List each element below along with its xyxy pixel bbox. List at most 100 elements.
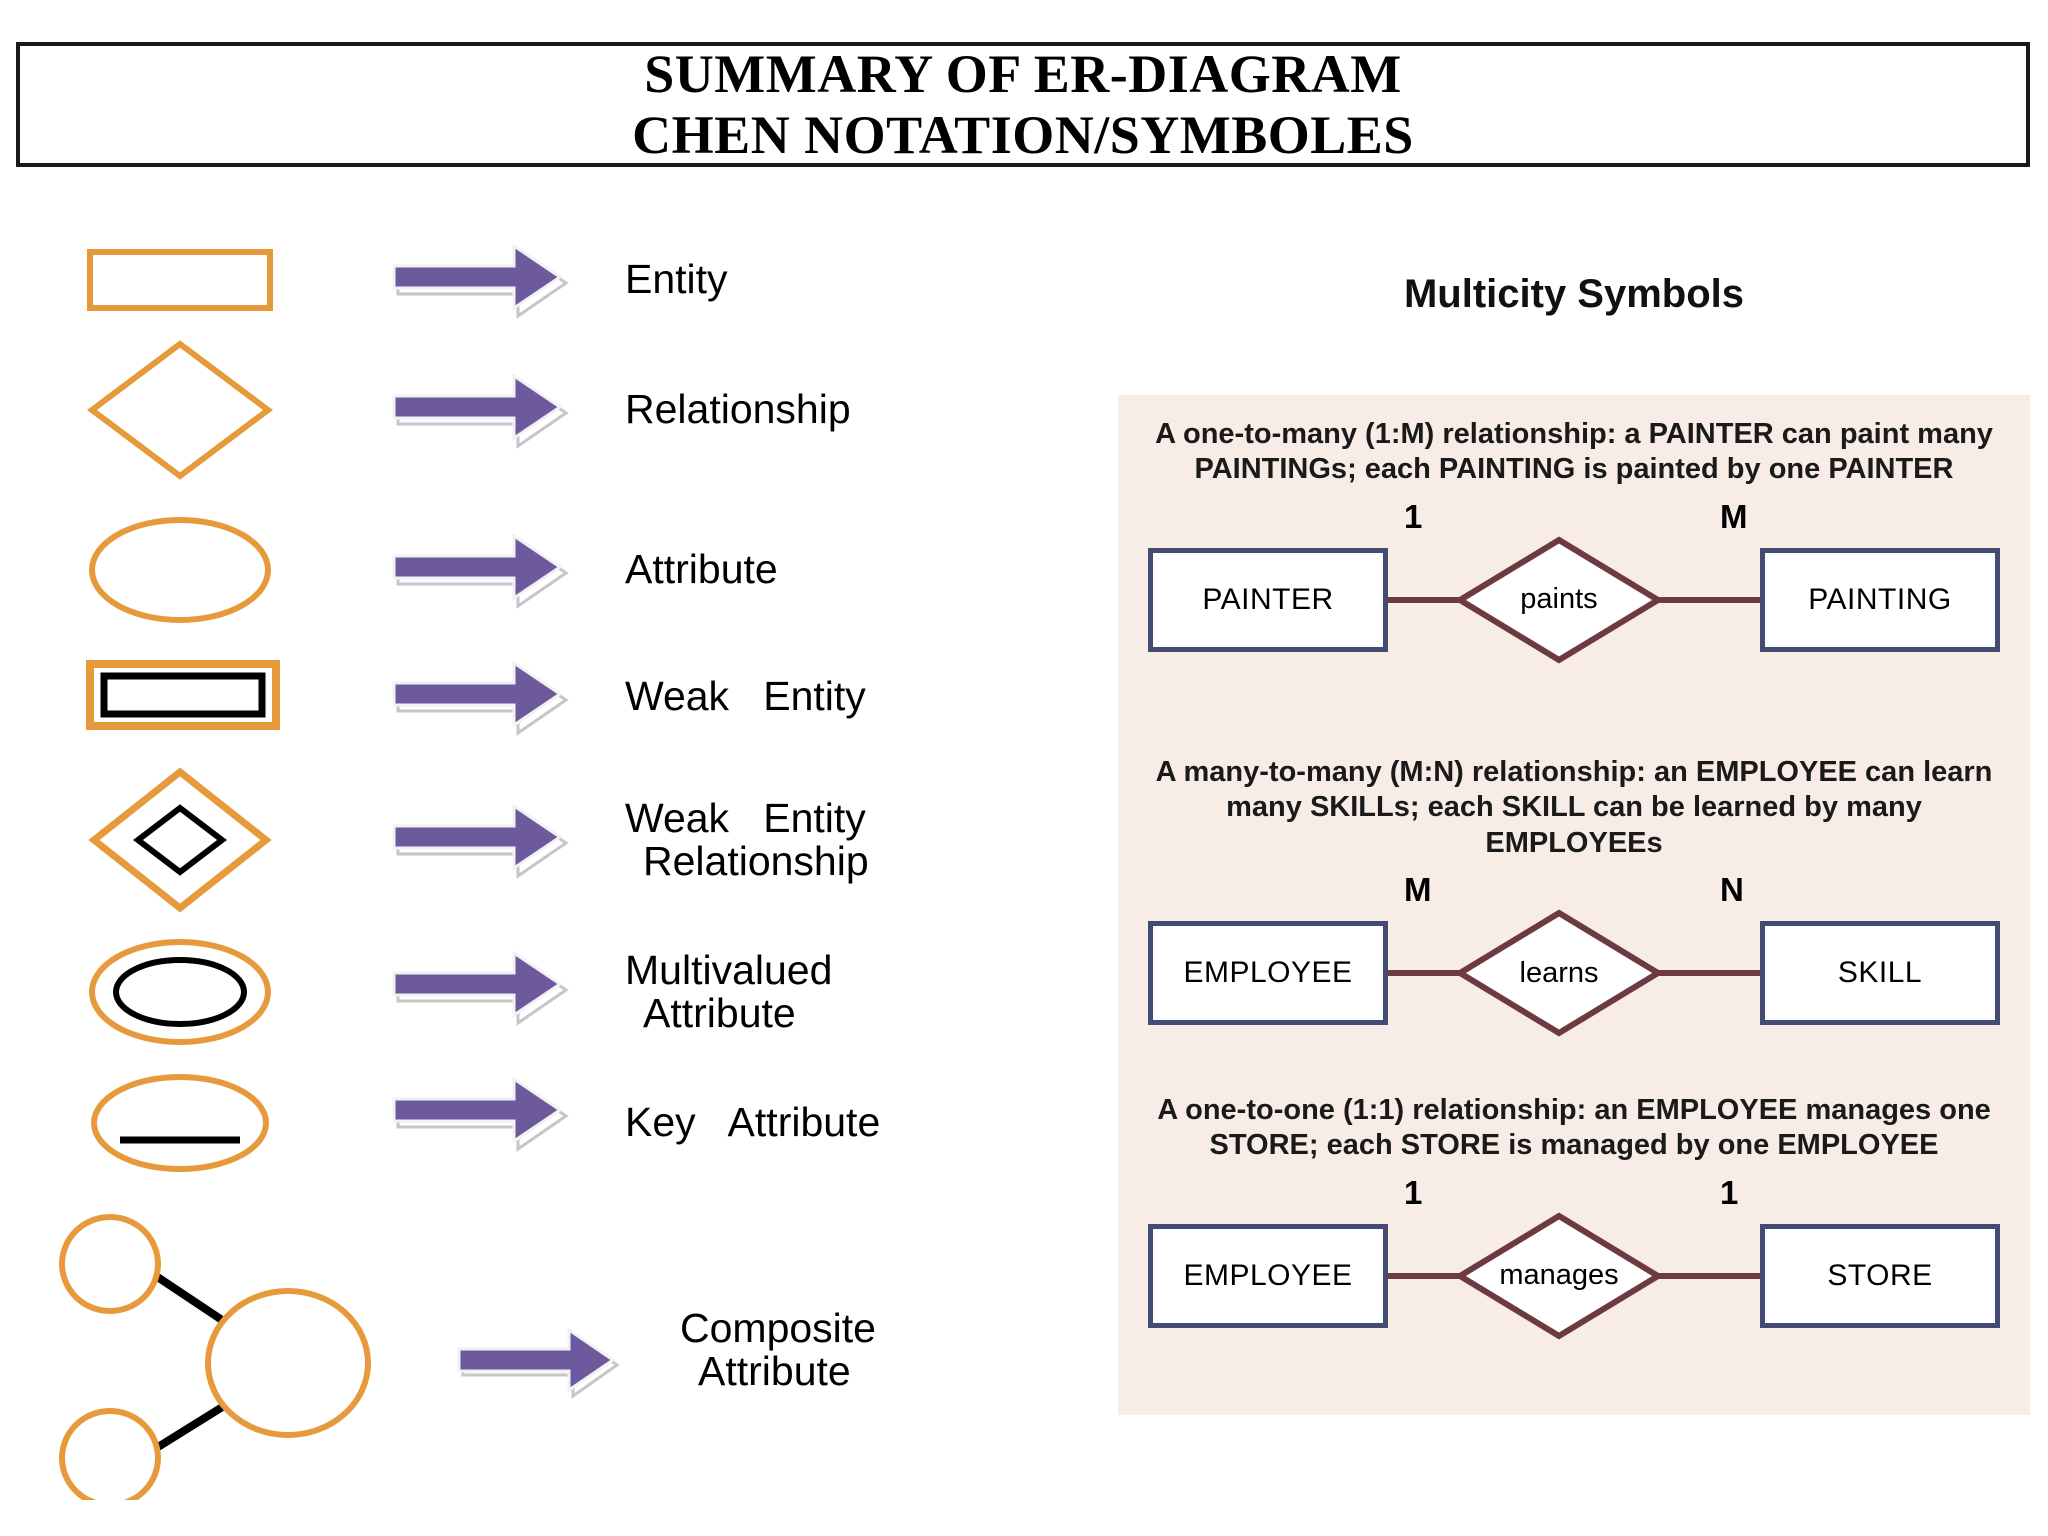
multiplicity-caption-line-2: STORE; each STORE is managed by one EMPL… [1209, 1129, 1939, 1162]
block-arrow-right-icon [392, 243, 569, 319]
relationship-label: manages [1499, 1259, 1619, 1292]
relationship-diamond-icon [1454, 1212, 1664, 1340]
block-arrow-right-icon [392, 533, 569, 609]
page-title-box: SUMMARY OF ER-DIAGRAM CHEN NOTATION/SYMB… [16, 42, 2030, 167]
legend-label-weak-entity: Weak Entity [625, 642, 1085, 752]
connector-line-right [1658, 1272, 1762, 1279]
legend-label-line-1: Attribute [625, 546, 778, 593]
entity-rectangle-icon [87, 249, 273, 311]
legend-label-line-1: Key Attribute [625, 1099, 881, 1146]
connector-line-left [1386, 970, 1490, 977]
legend-label-line-1: Composite [680, 1304, 876, 1351]
relationship-diamond: learns [1454, 907, 1664, 1039]
attribute-symbol [80, 500, 330, 640]
multiplicity-caption-line-2: PAINTINGs; each PAINTING is painted by o… [1194, 453, 1954, 486]
multiplicity-panel: A one-to-many (1:M) relationship: a PAIN… [1118, 395, 2030, 1415]
legend-label-line-2: Relationship [643, 838, 869, 884]
block-arrow-right-icon [392, 803, 569, 879]
relationship-diamond-icon [1454, 536, 1664, 664]
legend-arrow-weak-relationship [390, 760, 590, 920]
legend-arrow-entity [390, 220, 590, 340]
legend-label-line-1: Multivalued [625, 946, 833, 993]
composite-attribute-icon [59, 1214, 371, 1508]
legend-label-line-2: Attribute [643, 990, 796, 1036]
legend-arrow-attribute [390, 500, 590, 640]
multiplicity-block-one-to-many: A one-to-many (1:M) relationship: a PAIN… [1118, 417, 2030, 674]
multiplicity-caption-line-1: A one-to-one (1:1) relationship: an EMPL… [1157, 1094, 1991, 1126]
page-title-line-1: SUMMARY OF ER-DIAGRAM [644, 44, 1402, 105]
relationship-symbol [80, 330, 330, 490]
weak-relationship-double-diamond-icon [88, 767, 272, 913]
cardinality-right: M [1720, 497, 1748, 535]
entity-box-left: EMPLOYEE [1148, 921, 1388, 1026]
entity-box-right: SKILL [1760, 921, 2000, 1026]
legend-arrow-multivalued [390, 922, 590, 1062]
relationship-diamond-icon [1454, 909, 1664, 1037]
er-diagram-one-to-many: 1 M PAINTER PAINTING paints [1118, 498, 2030, 674]
multivalued-attribute-symbol [80, 922, 330, 1062]
multivalued-attribute-double-ellipse-icon [89, 939, 271, 1045]
multiplicity-caption-line-2: many SKILLs; each SKILL can be learned b… [1226, 791, 1922, 859]
legend-row-weak-relationship: Weak Entity Relationship [0, 760, 1100, 920]
relationship-diamond: manages [1454, 1210, 1664, 1342]
weak-entity-symbol [80, 642, 330, 752]
legend-arrow-composite [455, 1200, 655, 1500]
legend-row-composite: Composite Attribute [0, 1200, 1100, 1508]
legend-row-key-attribute: Key Attribute [0, 1058, 1100, 1188]
relationship-label: paints [1520, 583, 1598, 616]
legend-arrow-key-attribute [390, 1058, 590, 1188]
multiplicity-block-one-to-one: A one-to-one (1:1) relationship: an EMPL… [1118, 1093, 2030, 1350]
connector-line-left [1386, 596, 1490, 603]
legend-arrow-weak-entity [390, 642, 590, 752]
legend-label-line-1: Relationship [625, 386, 851, 433]
cardinality-left: M [1404, 871, 1432, 909]
er-diagram-many-to-many: M N EMPLOYEE SKILL learns [1118, 871, 2030, 1047]
legend-arrow-relationship [390, 330, 590, 490]
legend-label-entity: Entity [625, 220, 1085, 340]
connector-line-right [1658, 596, 1762, 603]
block-arrow-right-icon [457, 1327, 620, 1399]
legend-label-attribute: Attribute [625, 500, 1085, 640]
cardinality-right: N [1720, 871, 1744, 909]
relationship-label: learns [1519, 956, 1599, 989]
legend-label-weak-relationship: Weak Entity Relationship [625, 760, 1085, 920]
cardinality-right: 1 [1720, 1173, 1739, 1211]
weak-relationship-symbol [80, 760, 330, 920]
legend-row-relationship: Relationship [0, 330, 1100, 490]
symbol-legend: Entity Relationship [0, 180, 1100, 1536]
legend-label-line-2: Attribute [698, 1348, 851, 1394]
cardinality-left: 1 [1404, 497, 1423, 535]
multiplicity-caption-line-1: A one-to-many (1:M) relationship: a PAIN… [1155, 418, 1993, 450]
cardinality-left: 1 [1404, 1173, 1423, 1211]
legend-row-attribute: Attribute [0, 500, 1100, 640]
multiplicity-caption-line-1: A many-to-many (M:N) relationship: an EM… [1155, 756, 1993, 788]
block-arrow-right-icon [392, 950, 569, 1026]
block-arrow-right-icon [392, 373, 569, 449]
er-diagram-one-to-one: 1 1 EMPLOYEE STORE manages [1118, 1174, 2030, 1350]
legend-row-entity: Entity [0, 220, 1100, 340]
legend-label-relationship: Relationship [625, 330, 1085, 490]
attribute-ellipse-icon [89, 517, 271, 623]
relationship-diamond-icon [87, 340, 273, 480]
key-attribute-underlined-ellipse-icon [91, 1074, 269, 1172]
legend-label-multivalued: Multivalued Attribute [625, 922, 1085, 1062]
legend-label-line-1: Weak Entity [625, 794, 866, 841]
legend-label-line-1: Weak Entity [625, 673, 866, 720]
legend-label-line-1: Entity [625, 256, 728, 303]
block-arrow-right-icon [392, 1076, 569, 1152]
entity-box-right: STORE [1760, 1223, 2000, 1328]
entity-symbol [80, 220, 330, 340]
multiplicity-heading: Multicity Symbols [1403, 272, 1745, 316]
legend-row-multivalued: Multivalued Attribute [0, 922, 1100, 1062]
entity-box-left: EMPLOYEE [1148, 1223, 1388, 1328]
legend-label-composite: Composite Attribute [680, 1200, 1140, 1500]
connector-line-left [1386, 1272, 1490, 1279]
weak-entity-double-rectangle-icon [86, 660, 280, 730]
composite-attribute-symbol [20, 1200, 440, 1508]
entity-box-left: PAINTER [1148, 547, 1388, 652]
legend-label-key-attribute: Key Attribute [625, 1058, 1085, 1188]
connector-line-right [1658, 970, 1762, 977]
multiplicity-block-many-to-many: A many-to-many (M:N) relationship: an EM… [1118, 755, 2030, 1047]
entity-box-right: PAINTING [1760, 547, 2000, 652]
key-attribute-symbol [80, 1058, 330, 1188]
